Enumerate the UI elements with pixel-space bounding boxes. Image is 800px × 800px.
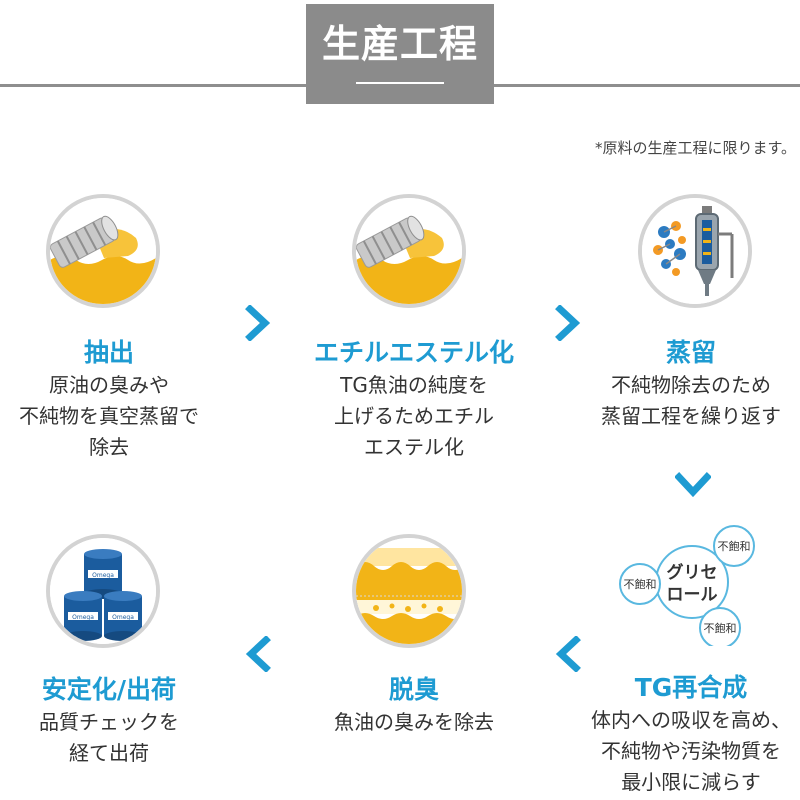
step-1-desc: 原油の臭みや 不純物を真空蒸留で 除去: [0, 370, 239, 463]
step-1-desc-line: 原油の臭みや: [49, 373, 169, 397]
step-6-title: 安定化/出荷: [41, 675, 177, 704]
step-4-desc-line: 不純物や汚染物質を: [601, 739, 781, 763]
drums-icon: Omega Omega Omega: [50, 538, 156, 644]
step-6-icon: Omega Omega Omega: [46, 534, 160, 648]
title-underline: [356, 82, 444, 84]
step-5-title: 脱臭: [388, 675, 439, 704]
drum-right: Omega: [104, 591, 142, 641]
drum-label: Omega: [112, 614, 134, 621]
glycerol-molecule-icon: グリセ ロール 不飽和 不飽和 不飽和: [619, 525, 755, 646]
chevron-down-icon: [675, 472, 711, 498]
molecule-center-line: グリセ: [667, 562, 718, 583]
step-4-desc: 体内への吸収を高め、 不純物や汚染物質を 最小限に減らす: [561, 705, 800, 798]
step-2-desc-line: エステル化: [364, 435, 464, 459]
step-1-title: 抽出: [83, 338, 134, 367]
step-3-desc-line: 蒸留工程を繰り返す: [601, 404, 781, 428]
scope-note: *原料の生産工程に限ります。: [594, 139, 796, 157]
step-2-desc-line: 上げるためエチル: [334, 404, 494, 428]
molecule-center-line: ロール: [667, 585, 718, 605]
step-5-icon: [352, 534, 466, 648]
step-4-desc-line: 体内への吸収を高め、: [591, 708, 791, 732]
step-1-desc-line: 不純物を真空蒸留で: [19, 404, 199, 428]
step-4-desc-line: 最小限に減らす: [621, 770, 761, 794]
drum-label: Omega: [92, 572, 114, 579]
molecule-bubble-label: 不飽和: [718, 539, 751, 553]
step-2-title: エチルエステル化: [313, 338, 514, 367]
drum-label: Omega: [72, 614, 94, 621]
step-4-title: TG再合成: [634, 673, 748, 702]
step-5-desc-line: 魚油の臭みを除去: [334, 710, 494, 734]
chevron-left-icon: [555, 636, 581, 672]
step-3-desc-line: 不純物除去のため: [611, 373, 771, 397]
molecule-bubble-label: 不飽和: [704, 621, 737, 635]
step-6-desc: 品質チェックを 経て出荷: [0, 707, 239, 769]
page-title: 生産工程: [321, 22, 478, 66]
molecule-bubble-label: 不飽和: [624, 577, 657, 591]
chevron-right-icon: [245, 305, 271, 341]
chevron-left-icon: [245, 636, 271, 672]
chevron-right-icon: [555, 305, 581, 341]
step-3-title: 蒸留: [665, 338, 716, 367]
oil-pipe-icon: [356, 198, 462, 304]
step-3-icon: [638, 194, 752, 308]
step-2-desc-line: TG魚油の純度を: [340, 373, 488, 397]
page-title-box: 生産工程: [306, 4, 494, 104]
step-6-desc-line: 経て出荷: [69, 741, 149, 765]
step-2-icon: [352, 194, 466, 308]
step-6-desc-line: 品質チェックを: [39, 710, 179, 734]
step-5-desc: 魚油の臭みを除去: [284, 707, 544, 738]
step-1-desc-line: 除去: [89, 435, 129, 459]
step-1-icon: [46, 194, 160, 308]
drum-left: Omega: [64, 591, 102, 641]
deodorize-icon: [356, 538, 462, 644]
oil-pipe-icon: [50, 198, 156, 304]
step-3-desc: 不純物除去のため 蒸留工程を繰り返す: [561, 370, 800, 432]
step-2-desc: TG魚油の純度を 上げるためエチル エステル化: [284, 370, 544, 463]
distillation-column-icon: [642, 198, 748, 304]
